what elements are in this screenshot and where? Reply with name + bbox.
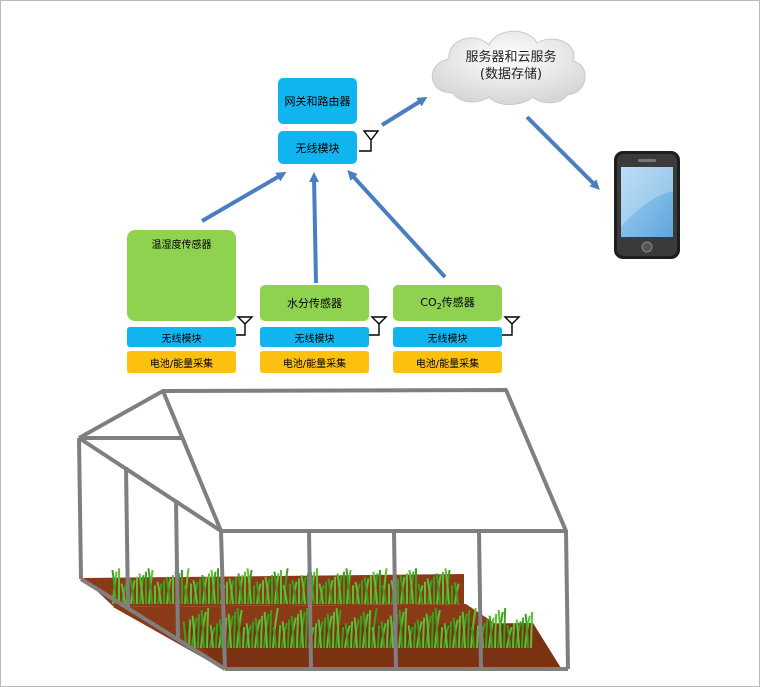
gateway-wireless-module: 无线模块 [278,131,357,164]
smartphone-icon [614,151,680,259]
co2-sensor-box: CO2传感器 [393,285,502,321]
moisture-wireless-module: 无线模块 [260,327,369,347]
temp-humidity-wireless-label: 无线模块 [161,333,202,345]
antenna-icon [235,130,521,336]
temp-humidity-sensor-title: 温湿度传感器 [151,240,212,251]
co2-power-module: 电池/能量采集 [393,351,502,373]
moisture-wireless-label: 无线模块 [294,333,335,345]
connection-arrows [200,96,600,284]
gateway-title: 网关和路由器 [284,95,351,108]
temp-humidity-power-label: 电池/能量采集 [149,358,214,370]
greenhouse-illustration [77,388,570,671]
co2-power-label: 电池/能量采集 [415,358,480,370]
co2-wireless-module: 无线模块 [393,327,502,347]
co2-title-sub: 2 [436,302,442,312]
arrow-gateway-to-cloud [380,96,428,127]
moisture-sensor-box: 水分传感器 [260,285,369,321]
moisture-sensor-title: 水分传感器 [287,297,342,310]
moisture-power-label: 电池/能量采集 [282,358,347,370]
arrow-cloud-to-phone [525,115,600,190]
temp-humidity-power-module: 电池/能量采集 [127,351,236,373]
co2-sensor-title: CO2传感器 [420,294,474,311]
temp-humidity-sensor-box: 温湿度传感器 [127,230,236,321]
gateway-router-box: 网关和路由器 [278,78,357,124]
gateway-wireless-label: 无线模块 [295,141,340,155]
co2-wireless-label: 无线模块 [427,333,468,345]
co2-title-prefix: CO [420,296,437,310]
co2-title-suffix: 传感器 [441,296,475,310]
cloud-icon [431,30,586,105]
cloud-line-2: (数据存储) [479,67,543,82]
cloud-label: 服务器和云服务 (数据存储) [441,49,581,83]
arrow-moisture-to-gateway [309,172,320,284]
temp-humidity-wireless-module: 无线模块 [127,327,236,347]
moisture-power-module: 电池/能量采集 [260,351,369,373]
arrow-temp-to-gateway [200,171,287,223]
cloud-line-1: 服务器和云服务 [465,50,557,65]
arrow-co2-to-gateway [347,170,447,279]
